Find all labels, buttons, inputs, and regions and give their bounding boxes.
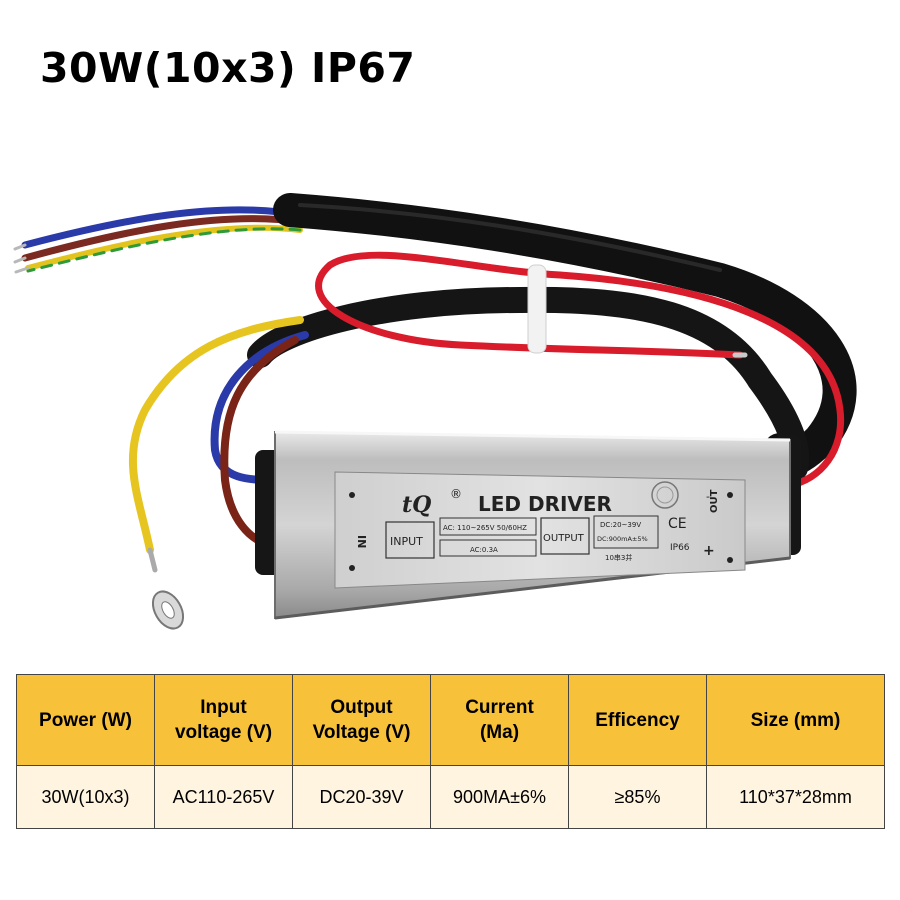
- qc-seal: [651, 481, 679, 509]
- driver-label: tQ ® LED DRIVER INPUT AC: 110~265V 50/60…: [334, 471, 746, 589]
- header-input-voltage: Input voltage (V): [154, 674, 293, 766]
- registered-mark: ®: [450, 487, 462, 501]
- ce-mark: CE: [668, 516, 687, 532]
- input-box-label: INPUT: [390, 535, 423, 548]
- cell-power: 30W(10x3): [16, 765, 155, 829]
- input-spec: AC: 110~265V 50/60HZ: [443, 524, 527, 532]
- header-efficiency: Efficency: [568, 674, 707, 766]
- in-dot-top: [349, 492, 355, 498]
- header-size: Size (mm): [706, 674, 885, 766]
- specs-table: Power (W) Input voltage (V) Output Volta…: [16, 674, 885, 829]
- brand-mark: tQ: [402, 492, 431, 518]
- led-driver-photo: tQ ® LED DRIVER INPUT AC: 110~265V 50/60…: [0, 150, 900, 660]
- out-label: OUT: [709, 489, 720, 513]
- input-current: AC:0.3A: [470, 546, 498, 554]
- header-output-voltage: Output Voltage (V): [292, 674, 431, 766]
- red-output-wire: [315, 251, 845, 489]
- driver-heading: LED DRIVER: [478, 492, 612, 516]
- in-dot-bottom: [349, 565, 355, 571]
- output-spec-1: DC:20~39V: [600, 521, 641, 529]
- plus-sign: +: [703, 543, 715, 559]
- cell-efficiency: ≥85%: [568, 765, 707, 829]
- output-box-label: OUTPUT: [543, 533, 585, 544]
- page-title: 30W(10x3) IP67: [40, 44, 416, 92]
- in-label: IN: [355, 535, 368, 548]
- header-power: Power (W): [16, 674, 155, 766]
- output-spec-2: DC:900mA±5%: [597, 535, 648, 543]
- input-wire-bundle: [13, 206, 304, 274]
- table-row: 30W(10x3) AC110-265V DC20-39V 900MA±6% ≥…: [16, 765, 885, 829]
- ring-terminal: [151, 590, 185, 630]
- minus-sign: -: [706, 490, 710, 503]
- output-config: 10串3并: [605, 553, 632, 562]
- cell-size: 110*37*28mm: [706, 765, 885, 829]
- black-cable: [247, 193, 857, 481]
- cell-current: 900MA±6%: [430, 765, 569, 829]
- ip-rating: IP66: [670, 543, 690, 553]
- left-wires: [128, 316, 309, 573]
- cable-tie: [527, 264, 547, 354]
- cell-output-voltage: DC20-39V: [292, 765, 431, 829]
- header-current: Current (Ma): [430, 674, 569, 766]
- cell-input-voltage: AC110-265V: [154, 765, 293, 829]
- table-header-row: Power (W) Input voltage (V) Output Volta…: [16, 674, 885, 766]
